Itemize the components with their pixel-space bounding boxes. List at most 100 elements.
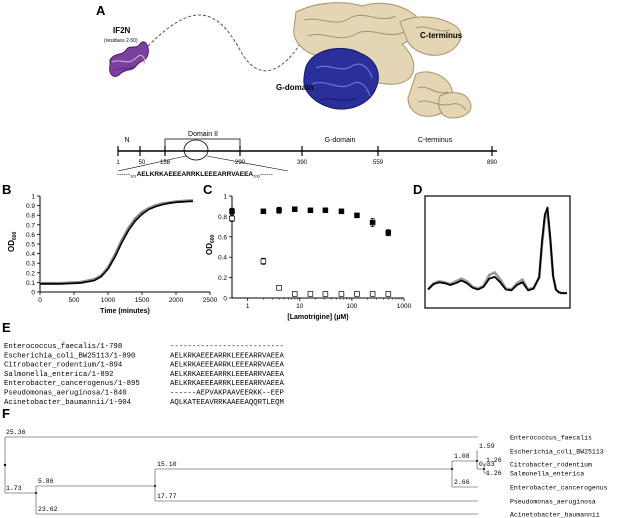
- tree-branch-label: 1.59: [479, 443, 495, 450]
- if2n-structure: [109, 41, 149, 77]
- chart-d-frame: [424, 195, 571, 309]
- chart-d-trace: [427, 211, 567, 295]
- tree-branch-label: 1.73: [6, 485, 22, 492]
- tree-branch-label: 23.62: [38, 506, 58, 513]
- alignment-row-name: Citrobacter_rodentium/1-894: [4, 362, 123, 370]
- alignment-row-name: Acinetobacter_baumannii/1-904: [4, 399, 132, 407]
- panel-b-letter: B: [2, 182, 11, 197]
- seq-suffix: ------: [260, 171, 273, 178]
- panel-c-letter: C: [203, 182, 213, 197]
- chart-c-y-tick-label: 0: [223, 296, 227, 303]
- chart-c-y-tick-label: 0.2: [218, 275, 227, 282]
- chart-c-y-label-sub: 600: [210, 234, 216, 243]
- seq-start: 161: [130, 174, 137, 179]
- tree-leaf-label: Escherichia_coli_BW25113: [510, 449, 604, 456]
- chart-c-x-tick-label: 100: [346, 303, 357, 310]
- alignment-row-sequence: AELKRKAEEEARRKLEEEARRVAEEA: [170, 371, 284, 379]
- tick-label-890: 890: [487, 160, 498, 166]
- chart-b-x-tick-label: 2500: [203, 297, 218, 304]
- chart-d: [424, 195, 571, 309]
- tick-label-50: 50: [139, 160, 146, 166]
- chart-b-y-label-sub: 600: [12, 231, 18, 240]
- alignment-row-sequence: ------AEPVAKPAAVEERKK--EEP: [170, 390, 284, 398]
- alignment-row-name: Enterobacter_cancerogenus/1-895: [4, 380, 140, 388]
- tree-branch-label: 1.08: [454, 453, 470, 460]
- chart-d-trace: [427, 206, 567, 294]
- chart-b-x-label: Time (minutes): [100, 308, 150, 315]
- domain-ii-circle: [183, 139, 209, 161]
- tree-branch-label: 0.33: [479, 461, 495, 468]
- tree-branch-label: 2.66: [454, 479, 470, 486]
- alignment-row-name: Enterococcus_faecalis/1-798: [4, 343, 122, 351]
- tick-label-158: 158: [160, 160, 171, 166]
- alignment-row-name: Salmonella_enterica/1-892: [4, 371, 113, 379]
- chart-b-x-tick-label: 1500: [135, 297, 150, 304]
- domain-cterm-label: C-terminus: [418, 137, 453, 144]
- chart-c-x-tick-label: 1: [246, 303, 250, 310]
- tree-branch-label: 5.86: [38, 478, 54, 485]
- chart-b-y-tick-label: 0.2: [26, 270, 35, 277]
- alignment-row-sequence: AELKRKAEEEARRKLEEEARRVAEEA: [170, 352, 284, 360]
- chart-c-point-open: [260, 258, 267, 265]
- panel-e-letter: E: [2, 320, 11, 335]
- if2n-label: IF2N: [113, 26, 131, 35]
- chart-c-point-open: [369, 291, 376, 297]
- linker-dashed: [147, 14, 301, 72]
- tree-leaf-label: Enterobacter_cancerogenus: [510, 485, 608, 492]
- chart-b-y-label: OD600: [7, 231, 18, 252]
- chart-b-x-tick-label: 500: [69, 297, 80, 304]
- alignment-row-sequence: AELKRKAEEEARRKLEEEARRVAEEA: [170, 380, 284, 388]
- chart-c-point-open: [354, 291, 360, 297]
- tree-branch-label: 1.26: [486, 457, 502, 464]
- alignment-row-sequence: AQLKATEEAVRRKAAEEAQQRTLEQM: [170, 399, 284, 407]
- chart-b-y-tick-label: 0.9: [26, 203, 35, 210]
- zoom-line-left: [117, 155, 187, 172]
- chart-c-point-filled: [260, 208, 267, 215]
- alignment-row-sequence: --------------------------: [170, 343, 284, 351]
- tree-branch-label: 25.36: [6, 429, 26, 436]
- tree-node: [3, 463, 7, 467]
- chart-c-y-label-main: OD: [205, 243, 214, 255]
- chart-c-y-tick-label: 0.8: [218, 214, 227, 221]
- chart-c-point-open: [276, 285, 282, 291]
- chart-b-y-tick-label: 0.3: [26, 261, 35, 268]
- domain-ii-sequence: ------161AELKRKAEEEARRKLEEEARRVAEEA206--…: [117, 171, 273, 179]
- chart-c-x-label: [Lamotrigine] (µM): [287, 314, 348, 321]
- chart-b-y-tick-label: 1: [31, 194, 35, 201]
- tree-leaf-label: Acinetobacter_baumannii: [510, 512, 600, 518]
- chart-c-y-label: OD600: [205, 234, 216, 255]
- tree-leaf-label: Pseudomonas_aeruginosa: [510, 499, 596, 506]
- chart-b-y-tick-label: 0.4: [26, 251, 35, 258]
- chart-b-series-line: [40, 199, 193, 285]
- chart-b-y-tick-label: 0.1: [26, 280, 35, 287]
- seq-core: AELKRKAEEEARRKLEEEARRVAEEA: [137, 171, 254, 178]
- chart-b-y-tick-label: 0.7: [26, 222, 35, 229]
- c-terminus-structure-label: C-terminus: [420, 31, 463, 40]
- g-domain-structure: [303, 48, 379, 110]
- alignment: Enterococcus_faecalis/1-798 -------------…: [4, 343, 284, 407]
- panel-d-letter: D: [413, 182, 422, 197]
- domain-g-label: G-domain: [325, 137, 356, 144]
- chart-c-y-tick-label: 0.6: [218, 234, 227, 241]
- tree-branch-label: 17.77: [157, 493, 177, 500]
- domain-map: N Domain II G-domain C-terminus 1 50 158…: [116, 131, 497, 179]
- chart-c-point-open: [322, 291, 329, 297]
- tick-label-390: 390: [297, 160, 308, 166]
- chart-c-point-filled: [354, 212, 360, 219]
- chart-b-y-tick-label: 0.6: [26, 232, 35, 239]
- chart-c-point-filled: [276, 207, 282, 214]
- alignment-row-name: Escherichia_coli_BW25113/1-890: [4, 352, 135, 360]
- chart-b-series-line: [40, 200, 193, 285]
- chart-c-y-tick-label: 0.4: [218, 255, 227, 262]
- chart-c-point-open: [307, 291, 314, 297]
- chart-c-point-filled: [369, 219, 376, 226]
- chart-c-point-open: [291, 291, 298, 297]
- tick-label-290: 290: [235, 160, 246, 166]
- tick-label-1: 1: [116, 160, 120, 166]
- chart-c-point-filled: [229, 208, 235, 215]
- chart-b-x-tick-label: 1000: [101, 297, 116, 304]
- chart-b-x-tick-label: 2000: [169, 297, 184, 304]
